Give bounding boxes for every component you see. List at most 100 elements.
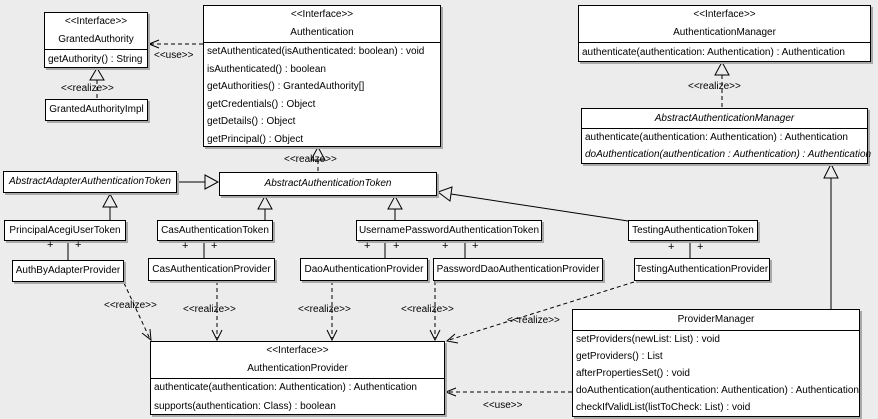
generalization-testing-token: [436, 186, 629, 222]
realize-authbyadapter-provider: [123, 282, 152, 342]
realize-passworddao-provider: [429, 281, 441, 342]
generalization-cas-token: [257, 194, 273, 220]
class-name: CasAuthenticationToken: [161, 225, 269, 236]
class-testing-authentication-token[interactable]: TestingAuthenticationToken: [628, 220, 758, 241]
multiplicity-label: +: [182, 240, 189, 252]
class-name: AuthenticationProvider: [247, 363, 348, 374]
method-row: getAuthority() : String: [48, 54, 143, 65]
method-row: getAuthorities() : GrantedAuthority[]: [207, 81, 365, 92]
use-label: <<use>>: [483, 400, 523, 411]
realize-label: <<realize>>: [401, 304, 454, 315]
class-provider-manager[interactable]: ProviderManager setProviders(newList: Li…: [572, 309, 860, 417]
class-testing-authentication-provider[interactable]: TestingAuthenticationProvider: [634, 258, 770, 281]
class-name: AuthenticationManager: [673, 27, 776, 38]
class-name: CasAuthenticationProvider: [152, 264, 271, 275]
use-providermanager-authenticationprovider: [444, 387, 572, 397]
class-cas-authentication-provider[interactable]: CasAuthenticationProvider: [148, 258, 275, 281]
class-dao-authentication-provider[interactable]: DaoAuthenticationProvider: [300, 258, 428, 281]
class-password-dao-authentication-provider[interactable]: PasswordDaoAuthenticationProvider: [433, 258, 603, 281]
class-granted-authority-impl[interactable]: GrantedAuthorityImpl: [45, 99, 148, 121]
multiplicity-label: +: [697, 241, 704, 253]
realize-abstract-token-authentication: [310, 145, 326, 172]
method-row: getProviders() : List: [576, 351, 663, 362]
class-name: TestingAuthenticationProvider: [635, 264, 769, 275]
class-name: PrincipalAcegiUserToken: [9, 225, 121, 236]
stereotype-label: <<Interface>>: [290, 9, 354, 20]
class-name: UsernamePasswordAuthenticationToken: [358, 225, 540, 236]
method-row: doAuthentication(authentication: Authent…: [576, 385, 859, 396]
generalization-provider-manager: [823, 162, 839, 309]
realize-label: <<realize>>: [688, 81, 741, 92]
class-principal-acegi-user-token[interactable]: PrincipalAcegiUserToken: [4, 220, 126, 241]
realize-grantedauthorityimpl: [89, 67, 105, 99]
class-header: <<Interface>> AuthenticationManager: [579, 6, 870, 42]
method-row: authenticate(authentication: Authenticat…: [154, 382, 417, 393]
method-row: authenticate(authentication: Authenticat…: [585, 132, 848, 143]
multiplicity-label: +: [393, 240, 400, 252]
multiplicity-label: +: [47, 239, 54, 251]
class-cas-authentication-token[interactable]: CasAuthenticationToken: [157, 220, 273, 241]
class-header: <<Interface>> GrantedAuthority: [45, 13, 147, 49]
class-header: <<Interface>> AuthenticationProvider: [151, 342, 444, 378]
method-row: getCredentials() : Object: [207, 98, 316, 110]
class-header: <<Interface>> Authentication: [204, 6, 440, 42]
class-abstract-authentication-manager[interactable]: AbstractAuthenticationManager authentica…: [581, 108, 872, 164]
realize-abstract-manager: [714, 60, 730, 107]
multiplicity-label: +: [472, 240, 479, 252]
multiplicity-label: +: [442, 240, 449, 252]
realize-label: <<realize>>: [61, 83, 114, 94]
realize-label: <<realize>>: [284, 154, 337, 165]
multiplicity-label: +: [668, 241, 675, 253]
method-row: authenticate(authentication: Authenticat…: [582, 47, 845, 58]
realize-label: <<realize>>: [298, 304, 351, 315]
class-auth-by-adapter-provider[interactable]: AuthByAdapterProvider: [12, 260, 124, 282]
realize-cas-provider: [211, 281, 223, 342]
method-row: getPrincipal() : Object: [207, 133, 304, 145]
multiplicity-label: +: [364, 240, 371, 252]
realize-label: <<realize>>: [183, 304, 236, 315]
class-name: AuthByAdapterProvider: [15, 265, 121, 276]
class-name: TestingAuthenticationToken: [632, 225, 754, 236]
class-name: AbstractAuthenticationManager: [654, 113, 795, 124]
stereotype-label: <<Interface>>: [64, 16, 128, 27]
realize-label: <<realize>>: [507, 315, 560, 326]
class-name: AbstractAdapterAuthenticationToken: [9, 176, 171, 187]
class-name: GrantedAuthorityImpl: [49, 104, 144, 115]
class-authentication[interactable]: <<Interface>> Authentication setAuthenti…: [203, 5, 441, 147]
stereotype-label: <<Interface>>: [266, 345, 329, 356]
method-row: setAuthenticated(isAuthenticated: boolea…: [207, 46, 425, 57]
method-row: checkIfValidList(listToCheck: List) : vo…: [576, 402, 751, 413]
stereotype-label: <<Interface>>: [693, 9, 756, 20]
use-authentication-grantedauthority: [147, 39, 203, 49]
class-name: GrantedAuthority: [58, 34, 134, 45]
class-granted-authority[interactable]: <<Interface>> GrantedAuthority getAuthor…: [44, 12, 148, 68]
method-row: setProviders(newList: List) : void: [576, 334, 720, 345]
generalization-username-token: [387, 194, 403, 220]
generalization-principal-token: [102, 192, 118, 220]
realize-dao-provider: [326, 281, 338, 342]
class-header: AbstractAuthenticationManager: [582, 109, 867, 128]
class-authentication-provider[interactable]: <<Interface>> AuthenticationProvider aut…: [150, 341, 445, 415]
class-abstract-authentication-token[interactable]: AbstractAuthenticationToken: [219, 172, 437, 196]
multiplicity-label: +: [211, 240, 218, 252]
use-label: <<use>>: [154, 50, 194, 61]
multiplicity-label: +: [75, 239, 82, 251]
class-name: ProviderManager: [677, 314, 755, 325]
realize-label: <<realize>>: [104, 300, 157, 311]
class-name: DaoAuthenticationProvider: [304, 264, 424, 275]
method-row: supports(authentication: Class) : boolea…: [154, 400, 336, 412]
class-header: ProviderManager: [573, 310, 859, 330]
class-authentication-manager[interactable]: <<Interface>> AuthenticationManager auth…: [578, 5, 871, 62]
class-username-password-authentication-token[interactable]: UsernamePasswordAuthenticationToken: [356, 220, 542, 241]
method-row: afterPropertiesSet() : void: [576, 368, 690, 379]
method-row: getDetails() : Object: [207, 116, 296, 127]
method-row: isAuthenticated() : boolean: [207, 63, 326, 75]
generalization-adapter-token-to-abstract-token: [177, 174, 220, 190]
class-name: Authentication: [290, 27, 354, 38]
method-row: doAuthentication(authentication : Authen…: [585, 149, 872, 160]
realize-testing-provider: [445, 281, 635, 344]
class-abstract-adapter-authentication-token[interactable]: AbstractAdapterAuthenticationToken: [3, 171, 177, 193]
class-name: PasswordDaoAuthenticationProvider: [436, 264, 600, 275]
